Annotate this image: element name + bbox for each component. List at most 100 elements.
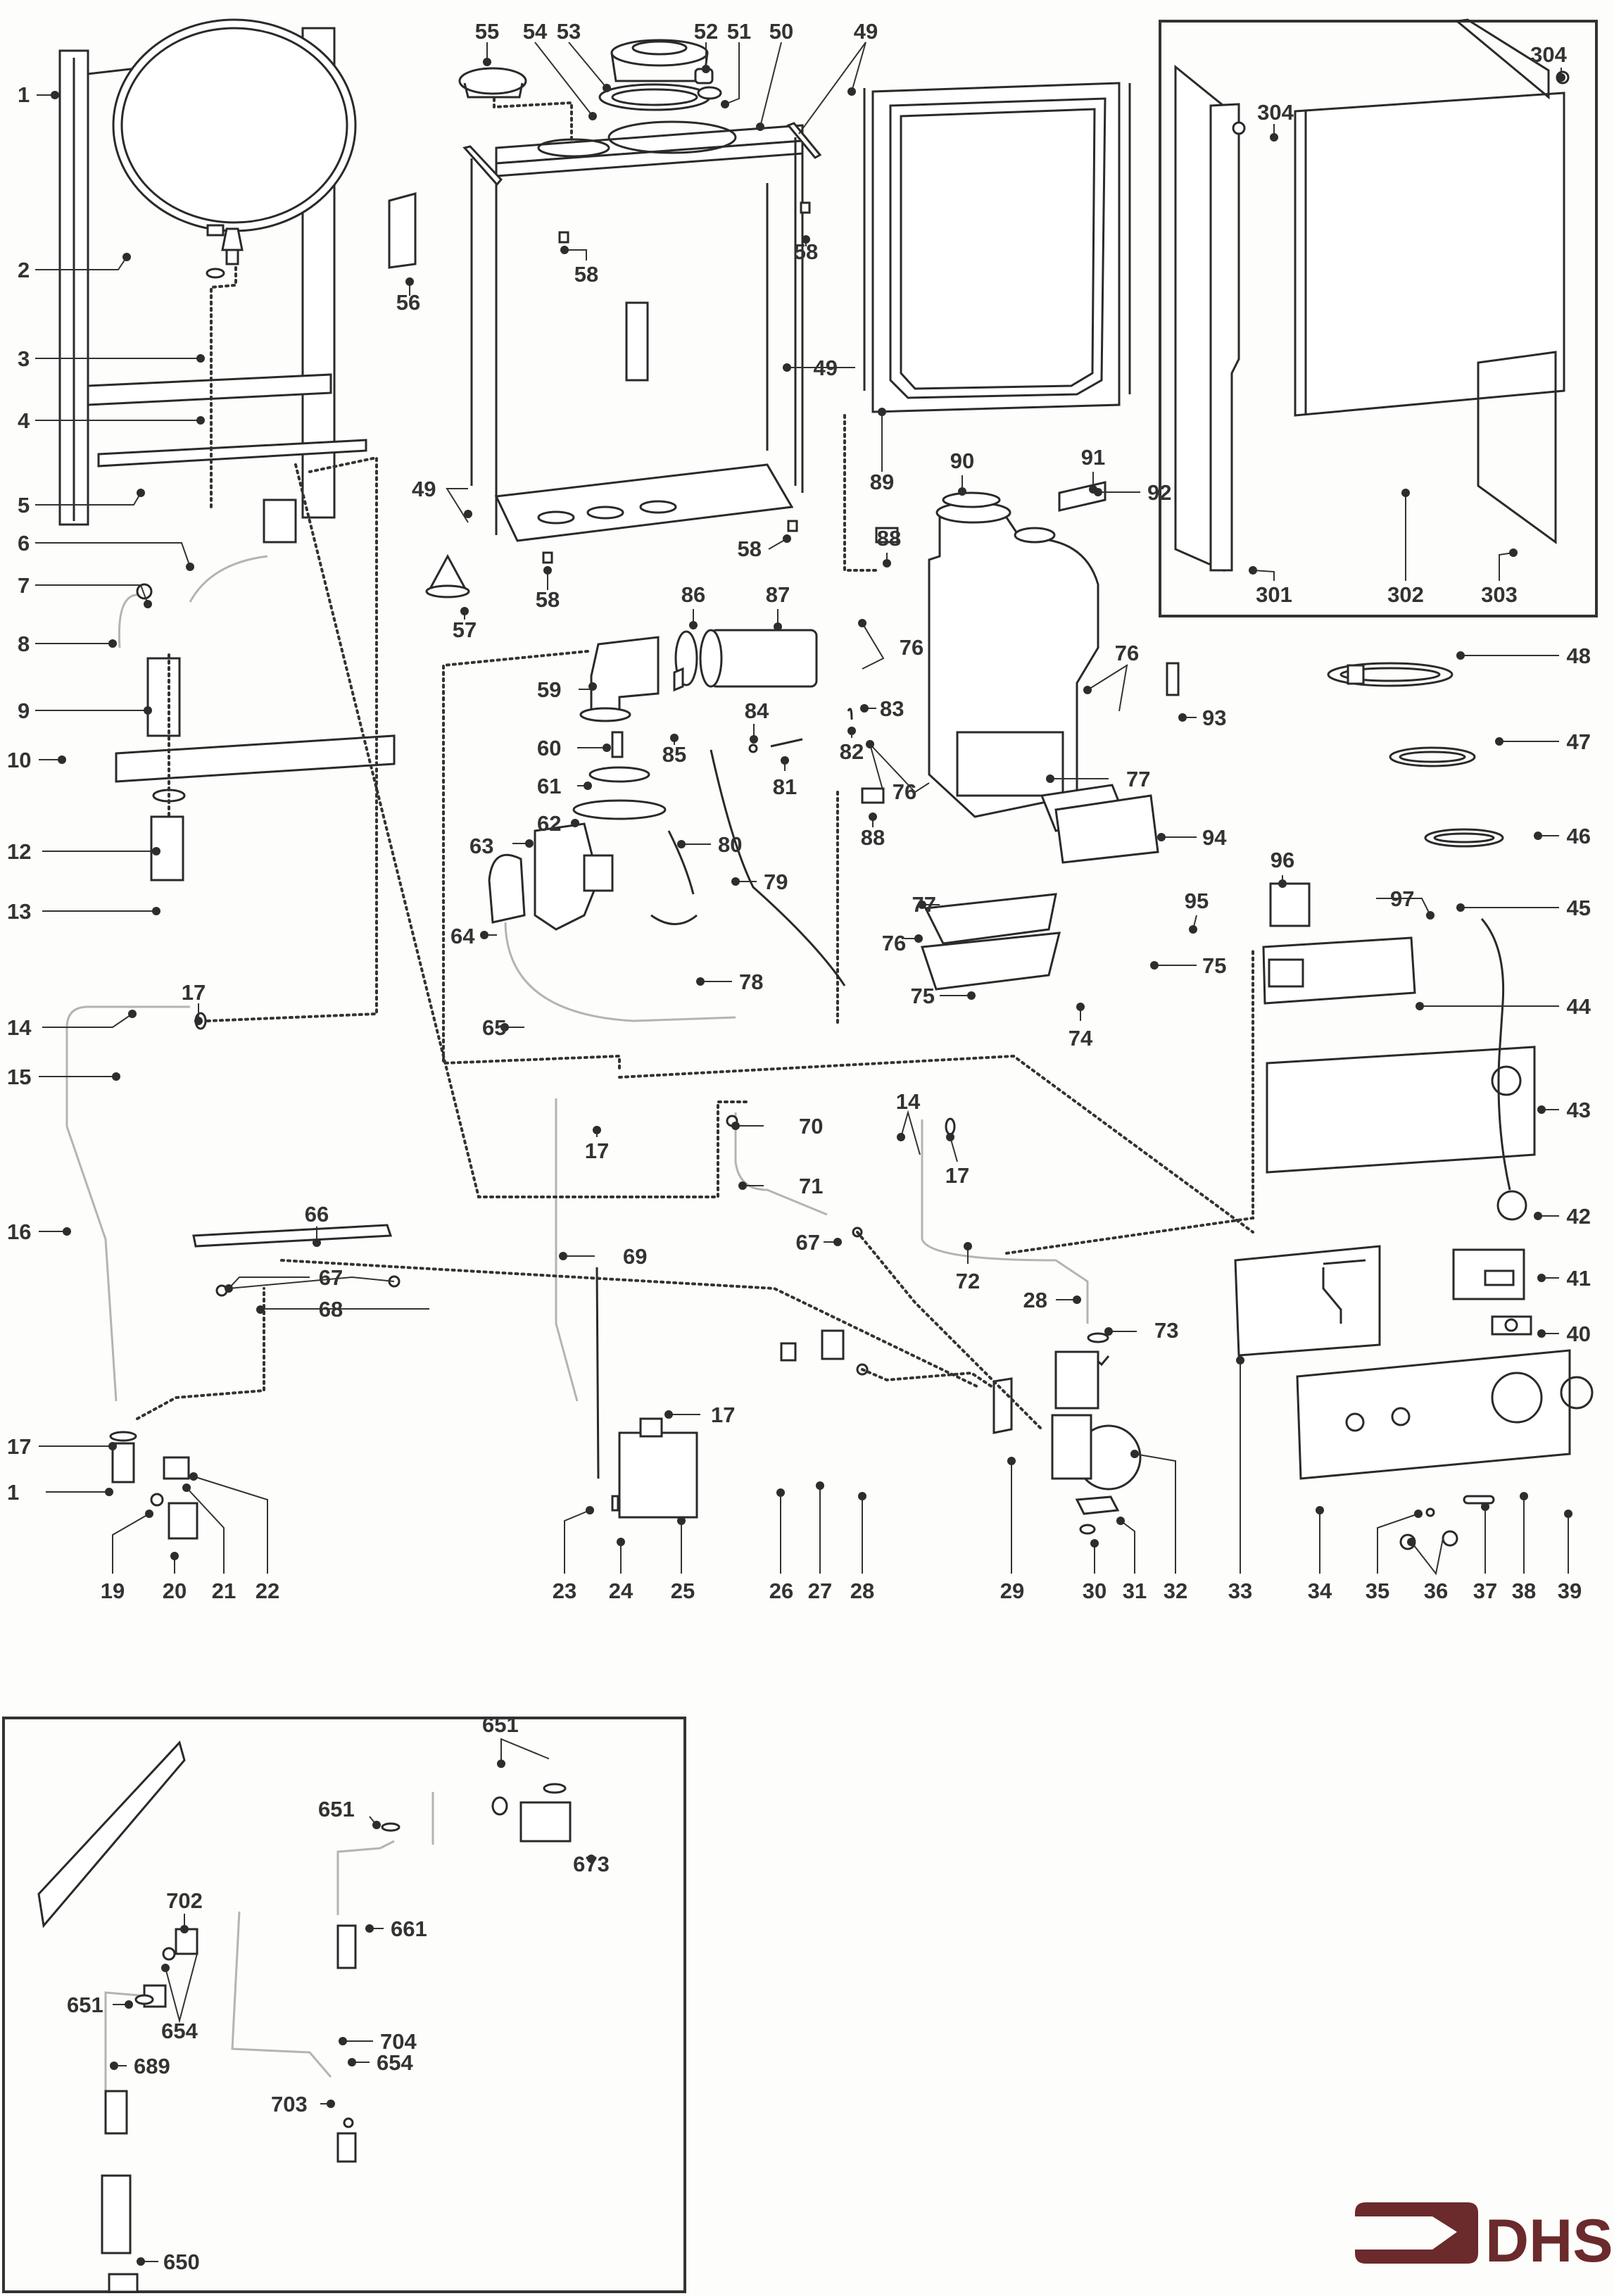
hose-65 xyxy=(504,922,736,1022)
callout-dot xyxy=(1073,1296,1081,1304)
part-number-label-92: 92 xyxy=(1147,480,1171,505)
part-number-label-7: 7 xyxy=(18,573,30,598)
washer-19 xyxy=(150,1493,164,1507)
callout-dot xyxy=(738,1181,747,1190)
callout-dot xyxy=(125,2000,133,2009)
burner-87 xyxy=(699,629,818,688)
leader-line xyxy=(112,1513,150,1574)
part-number-label-650: 650 xyxy=(163,2250,200,2274)
part-number-label-76: 76 xyxy=(900,635,923,660)
washer-17 xyxy=(945,1117,956,1136)
gasket-31 xyxy=(1075,1495,1120,1515)
part-number-label-58: 58 xyxy=(794,239,818,264)
callout-dot xyxy=(460,607,469,615)
part-number-label-303: 303 xyxy=(1481,582,1518,607)
part-number-label-75: 75 xyxy=(911,984,935,1008)
part-number-label-91: 91 xyxy=(1081,445,1105,470)
valve-673 xyxy=(519,1801,572,1843)
callout-dot xyxy=(847,87,856,96)
pipe-661 xyxy=(336,1840,395,1969)
part-number-label-689: 689 xyxy=(134,2054,170,2078)
part-number-label-304: 304 xyxy=(1530,42,1567,67)
callout-dot xyxy=(196,354,205,363)
washer-30 xyxy=(1079,1524,1096,1535)
callout-dot xyxy=(1278,879,1287,888)
leader-line xyxy=(1377,1513,1419,1574)
part-number-label-51: 51 xyxy=(727,19,751,44)
part-number-label-28: 28 xyxy=(1023,1288,1047,1312)
callout-dot xyxy=(464,510,472,518)
washer-651 xyxy=(134,1994,154,2005)
grommet-304 xyxy=(1232,121,1246,135)
part-number-label-25: 25 xyxy=(671,1579,695,1603)
leader-line xyxy=(35,256,127,270)
part-number-label-40: 40 xyxy=(1567,1322,1591,1346)
gasket-77 xyxy=(923,893,1057,945)
part-number-label-9: 9 xyxy=(18,698,30,723)
part-number-label-35: 35 xyxy=(1366,1579,1389,1603)
gas-valve-25 xyxy=(618,1417,698,1519)
part-number-label-23: 23 xyxy=(553,1579,576,1603)
bracket-85 xyxy=(673,667,684,692)
gasket-61 xyxy=(588,766,650,783)
callout-dot xyxy=(603,744,611,752)
callout-dot xyxy=(122,253,131,261)
part-number-label-26: 26 xyxy=(769,1579,793,1603)
callout-dot xyxy=(1407,1538,1416,1546)
part-number-label-28: 28 xyxy=(850,1579,874,1603)
callout-dot xyxy=(1401,489,1410,497)
part-number-label-94: 94 xyxy=(1202,825,1227,850)
callout-dot xyxy=(1426,911,1435,920)
part-number-label-52: 52 xyxy=(694,19,718,44)
valve-20 xyxy=(168,1502,198,1540)
part-number-label-19: 19 xyxy=(101,1579,125,1603)
part-number-label-53: 53 xyxy=(557,19,581,44)
callout-dot xyxy=(1150,961,1159,970)
callout-dot xyxy=(860,704,869,713)
part-number-label-17: 17 xyxy=(711,1403,735,1427)
auto-air-vent-27 xyxy=(780,1329,845,1362)
callout-dot xyxy=(63,1227,71,1236)
callout-dot xyxy=(946,1133,954,1141)
leader-line xyxy=(724,42,740,105)
part-number-label-54: 54 xyxy=(523,19,548,44)
part-number-label-14: 14 xyxy=(896,1089,921,1114)
gasket-62 xyxy=(572,799,667,820)
part-number-label-17: 17 xyxy=(7,1434,31,1459)
part-number-label-77: 77 xyxy=(912,892,936,917)
burner-manifold-59 xyxy=(579,636,660,722)
callout-dot xyxy=(1130,1450,1139,1458)
part-number-label-65: 65 xyxy=(482,1015,506,1040)
callout-dot xyxy=(327,2100,335,2108)
part-number-label-37: 37 xyxy=(1473,1579,1497,1603)
knob-36 xyxy=(1442,1530,1458,1547)
display-pcb-41 xyxy=(1452,1248,1525,1300)
part-number-label-673: 673 xyxy=(573,1852,610,1876)
wiring-harness-47 xyxy=(1389,746,1476,767)
callout-dot xyxy=(670,734,679,742)
part-number-label-79: 79 xyxy=(764,870,788,894)
electrode-81 xyxy=(770,738,803,748)
callout-dot xyxy=(677,1517,686,1525)
clip-29 xyxy=(992,1377,1013,1434)
siphon-part-6 xyxy=(263,498,297,544)
part-number-label-50: 50 xyxy=(769,19,793,44)
part-number-label-31: 31 xyxy=(1123,1579,1147,1603)
part-number-label-32: 32 xyxy=(1164,1579,1187,1603)
washer-654 xyxy=(343,2117,354,2128)
washer-17 xyxy=(109,1431,137,1442)
callout-dot xyxy=(189,1472,198,1481)
nipple-88 xyxy=(875,527,899,544)
cover-96 xyxy=(1269,882,1311,927)
part-number-label-86: 86 xyxy=(681,582,705,607)
front-panel-302 xyxy=(1294,92,1565,417)
badge-37 xyxy=(1463,1495,1495,1505)
callout-dot xyxy=(603,84,611,92)
pipe-72 xyxy=(921,1119,1089,1324)
callout-dot xyxy=(858,619,866,627)
callout-dot xyxy=(1046,774,1054,783)
bezel-40 xyxy=(1491,1315,1532,1336)
part-number-label-64: 64 xyxy=(450,924,475,948)
callout-dot xyxy=(194,1017,203,1025)
